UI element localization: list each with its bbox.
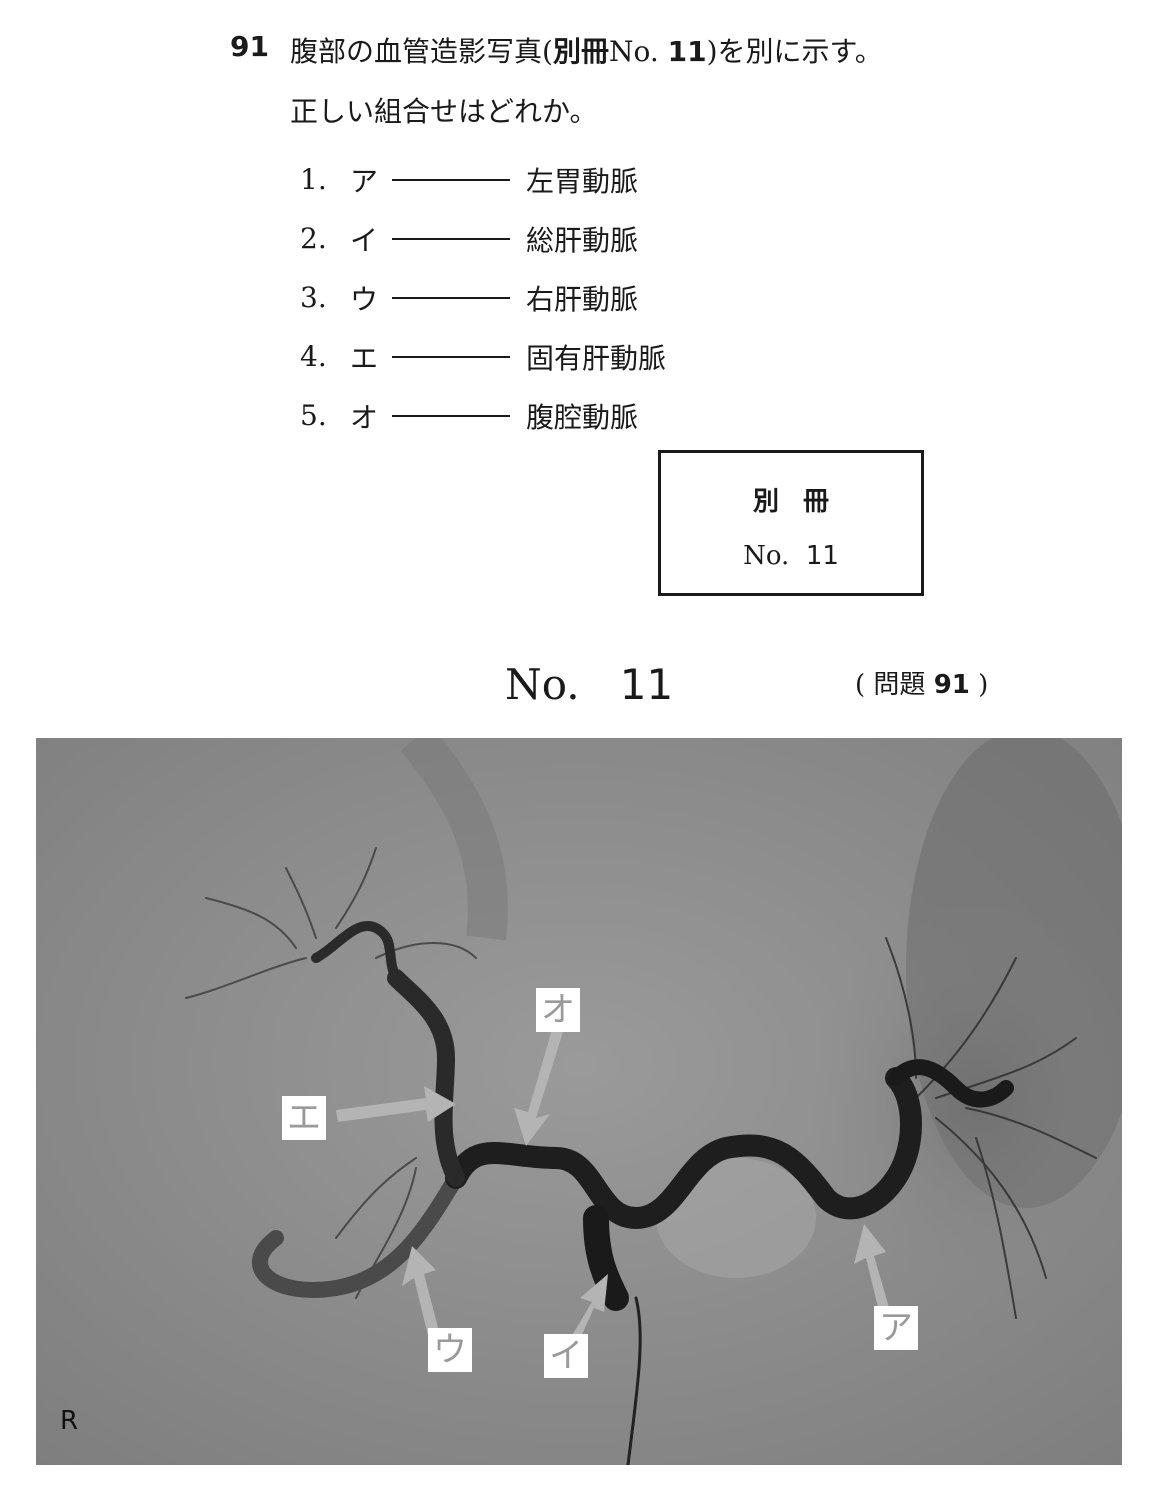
question-suffix: を別に示す。 — [717, 35, 883, 68]
label-a: ア — [874, 1306, 918, 1350]
choice-dash — [392, 237, 510, 240]
arrow-e — [336, 1086, 456, 1122]
figure-ref-open: ( 問題 — [855, 670, 934, 700]
choice-2[interactable]: 2. イ 総肝動脈 — [300, 209, 666, 268]
choice-kana: イ — [350, 223, 379, 257]
liver-edge-shadow — [400, 738, 508, 941]
choice-answer: 固有肝動脈 — [526, 341, 667, 375]
celiac-trunk — [583, 1205, 629, 1311]
question-ref-booklet: 別冊 — [552, 35, 609, 68]
catheter — [626, 1296, 642, 1465]
label-e: エ — [282, 1096, 326, 1140]
choice-answer: 右肝動脈 — [526, 282, 639, 316]
question-text-line1: 腹部の血管造影写真(別冊No. 11)を別に示す。 — [290, 30, 883, 70]
label-i: イ — [544, 1334, 588, 1378]
choice-number: 4. — [300, 340, 327, 373]
arterial-branches-spleen — [885, 937, 1097, 1319]
splenic-hilum-branches — [888, 1059, 1014, 1108]
choice-1[interactable]: 1. ア 左胃動脈 — [300, 150, 666, 209]
figure-no-label: No. — [505, 660, 580, 709]
choice-list: 1. ア 左胃動脈 2. イ 総肝動脈 3. ウ 右肝動脈 4. エ 固有肝動脈… — [300, 150, 666, 445]
choice-kana: オ — [350, 400, 379, 434]
label-u: ウ — [428, 1328, 472, 1372]
choice-number: 2. — [300, 222, 327, 255]
figure-no-value: 11 — [619, 660, 674, 709]
supplement-title: 別冊 — [752, 487, 853, 517]
right-hepatic-loop — [252, 1170, 464, 1298]
label-o: オ — [536, 988, 580, 1032]
question-paren-close: ) — [706, 35, 718, 68]
question-prefix: 腹部の血管造影写真 — [290, 35, 543, 68]
question-number: 91 — [230, 30, 269, 63]
supplement-number: No. 11 — [661, 541, 921, 571]
choice-kana: ア — [350, 164, 379, 198]
question-paren-open: ( — [542, 35, 553, 68]
choice-answer: 腹腔動脈 — [526, 400, 639, 434]
choice-dash — [392, 414, 510, 417]
choice-kana: エ — [350, 341, 379, 375]
main-arteries — [252, 921, 1014, 1465]
figure-question-ref: ( 問題 91 ) — [855, 664, 988, 701]
choice-3[interactable]: 3. ウ 右肝動脈 — [300, 268, 666, 327]
orientation-marker-r: R — [60, 1406, 79, 1436]
choice-dash — [392, 355, 510, 358]
question-ref-num: 11 — [667, 35, 707, 68]
supplement-reference-box: 別冊 No. 11 — [658, 450, 924, 596]
figure-ref-num: 91 — [933, 670, 970, 700]
question-ref-no: No. — [608, 35, 668, 68]
choice-5[interactable]: 5. オ 腹腔動脈 — [300, 386, 666, 445]
angiography-image: オ エ ウ イ ア R — [36, 738, 1122, 1465]
hepatic-branch-cluster — [311, 921, 401, 983]
choice-number: 1. — [300, 163, 327, 196]
choice-number: 5. — [300, 399, 327, 432]
choice-answer: 総肝動脈 — [526, 223, 639, 257]
choice-4[interactable]: 4. エ 固有肝動脈 — [300, 327, 666, 386]
proper-hepatic-artery — [387, 969, 465, 1187]
supplement-no-value: 11 — [805, 541, 839, 571]
choice-dash — [392, 296, 510, 299]
choice-number: 3. — [300, 281, 327, 314]
choice-dash — [392, 178, 510, 181]
figure-ref-close: ) — [969, 670, 989, 700]
splenic-artery — [445, 1067, 922, 1230]
supplement-no-label: No. — [743, 541, 790, 571]
arrow-o — [514, 1016, 568, 1146]
choice-kana: ウ — [350, 282, 379, 316]
question-text-line2: 正しい組合せはどれか。 — [290, 95, 598, 128]
figure-title: No. 11 — [505, 660, 673, 709]
vertebra-highlight — [656, 1158, 816, 1278]
choice-answer: 左胃動脈 — [526, 164, 639, 198]
